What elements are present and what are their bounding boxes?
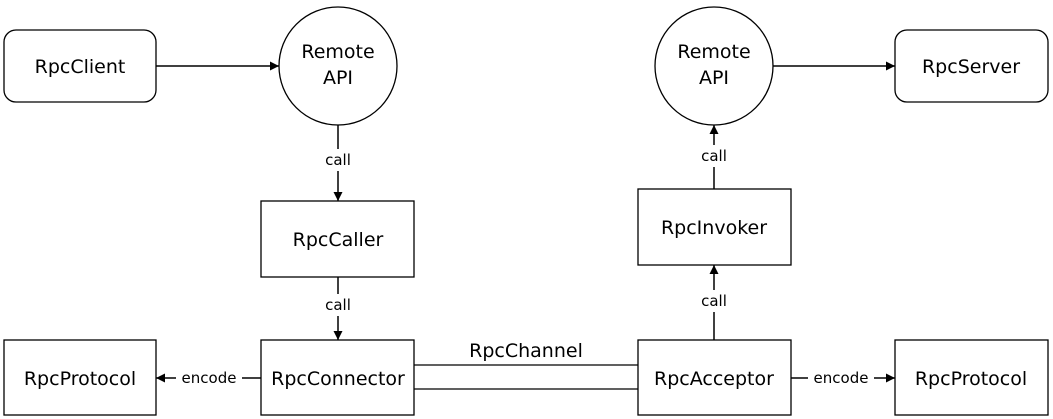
rpc-caller-label: RpcCaller <box>293 229 384 251</box>
rpc-server-label: RpcServer <box>922 56 1020 78</box>
rpc-protocol-right-box <box>894 339 1049 416</box>
invoker-to-api-call-label: call <box>701 147 727 165</box>
api-to-caller-call-label: call <box>325 151 351 169</box>
rpc-protocol-right-label: RpcProtocol <box>915 368 1027 390</box>
remote-api-left-circle <box>278 6 398 126</box>
remote-api-left-label-line2: API <box>323 67 353 89</box>
rpc-invoker-box <box>637 188 792 266</box>
connector-encode-label: encode <box>182 369 237 387</box>
rpc-client-label: RpcClient <box>35 56 126 78</box>
remote-api-right-label-line2: API <box>699 67 729 89</box>
rpc-connector-label: RpcConnector <box>271 368 405 390</box>
rpc-protocol-left-label: RpcProtocol <box>24 368 136 390</box>
acceptor-encode-label: encode <box>814 369 869 387</box>
rpc-invoker-label: RpcInvoker <box>661 217 767 239</box>
rpc-channel-label: RpcChannel <box>469 340 583 362</box>
remote-api-left-label-line1: Remote <box>301 41 374 63</box>
acceptor-to-invoker-call-label: call <box>701 292 727 310</box>
remote-api-right-circle <box>654 6 774 126</box>
rpc-acceptor-box <box>637 339 792 416</box>
remote-api-right-label-line1: Remote <box>677 41 750 63</box>
rpc-acceptor-label: RpcAcceptor <box>654 368 774 390</box>
caller-to-connector-call-label: call <box>325 296 351 314</box>
